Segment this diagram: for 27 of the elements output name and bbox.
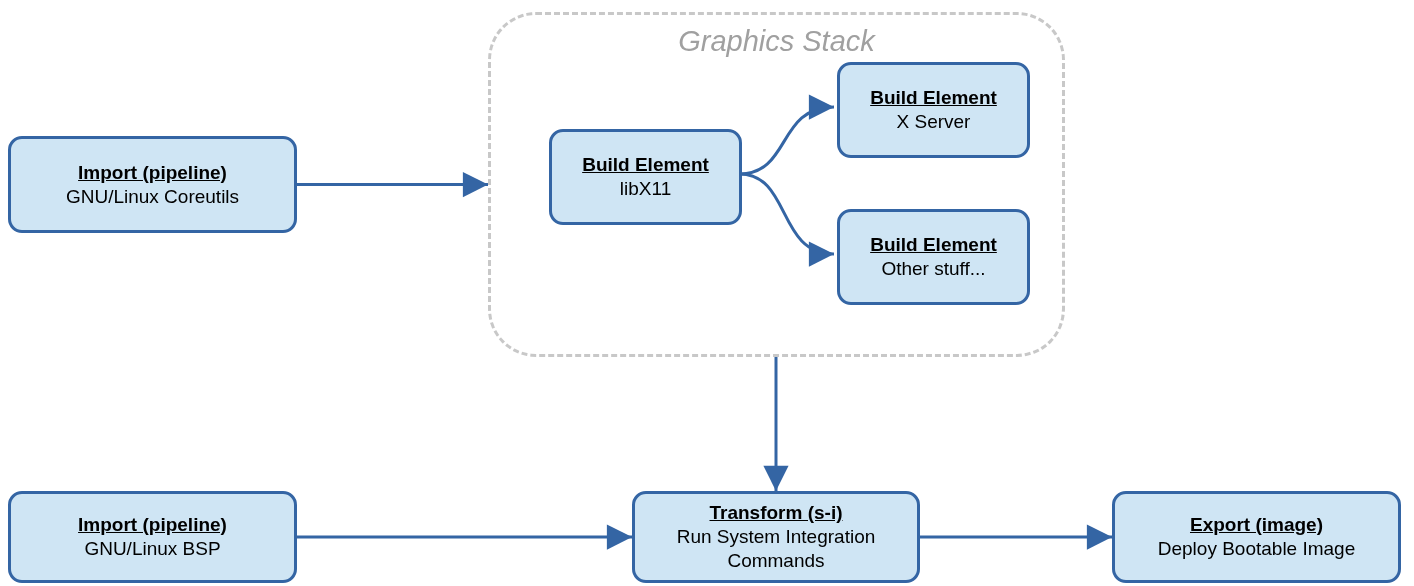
group-frame [488, 12, 1065, 357]
box-description: GNU/Linux Coreutils [65, 184, 240, 209]
process-box [1112, 491, 1401, 583]
group-title: Graphics Stack [677, 24, 877, 59]
process-box [8, 491, 297, 583]
box-description: X Server [896, 110, 971, 134]
box-heading: Export (image) [1190, 513, 1323, 537]
box-description: Deploy Bootable Image [1157, 537, 1356, 561]
process-box [837, 62, 1030, 158]
process-box [837, 209, 1030, 305]
arrow [297, 524, 633, 550]
box-heading: Transform (s-i) [709, 501, 843, 525]
box-description: GNU/Linux BSP [84, 537, 221, 561]
box-description: libX11 [619, 177, 672, 201]
box-heading: Import (pipeline) [78, 513, 227, 537]
box-heading: Build Element [870, 86, 997, 110]
box-heading: Build Element [582, 153, 709, 177]
arrow [297, 171, 489, 198]
box-description: Run System Integration Commands [675, 525, 877, 573]
arrow [763, 357, 789, 492]
process-box [8, 136, 297, 233]
box-heading: Build Element [870, 233, 997, 257]
box-description: Other stuff... [881, 257, 986, 281]
process-box [632, 491, 920, 583]
box-heading: Import (pipeline) [78, 160, 227, 185]
arrow [920, 524, 1113, 550]
process-box [549, 129, 742, 225]
